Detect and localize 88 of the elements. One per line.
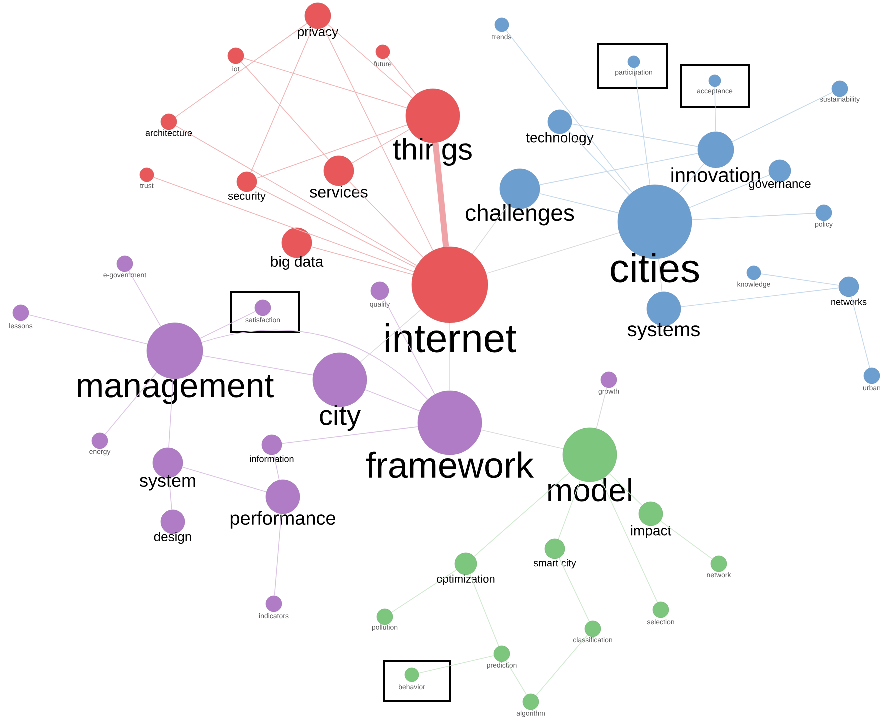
link-line bbox=[472, 204, 509, 255]
link-line bbox=[474, 472, 570, 558]
link-line bbox=[176, 126, 418, 266]
link-line bbox=[128, 270, 162, 327]
link-line bbox=[387, 57, 417, 95]
link-line bbox=[201, 330, 428, 400]
keyword-label: networks bbox=[832, 298, 867, 306]
link-line bbox=[391, 570, 458, 613]
keyword-label: management bbox=[78, 375, 274, 405]
link-line bbox=[692, 213, 816, 220]
link-line bbox=[282, 426, 418, 444]
highlight-frame bbox=[680, 64, 750, 108]
link-line bbox=[250, 28, 314, 174]
keyword-label: system bbox=[140, 475, 196, 491]
link-line bbox=[243, 58, 408, 108]
link-line bbox=[28, 314, 148, 345]
link-line bbox=[536, 634, 588, 696]
link-line bbox=[506, 660, 528, 696]
link-line bbox=[596, 388, 608, 430]
link-line bbox=[168, 478, 172, 510]
keyword-label: smart city bbox=[534, 559, 576, 569]
link-line bbox=[202, 355, 314, 376]
keyword-label: performance bbox=[230, 511, 336, 529]
keyword-label: cities bbox=[611, 253, 700, 283]
link-line bbox=[200, 311, 256, 340]
keyword-label: optimization bbox=[437, 574, 495, 586]
link-line bbox=[558, 480, 581, 540]
keyword-label: challenges bbox=[466, 204, 574, 226]
keyword-label: innovation bbox=[672, 168, 760, 182]
link-line bbox=[634, 68, 651, 186]
link-line bbox=[256, 124, 408, 180]
link-line bbox=[274, 454, 280, 481]
link-line bbox=[539, 153, 699, 186]
link-line bbox=[851, 296, 870, 369]
link-line bbox=[328, 24, 413, 99]
link-line bbox=[418, 655, 494, 674]
link-line bbox=[558, 558, 590, 622]
link-line bbox=[732, 92, 834, 142]
link-line bbox=[104, 372, 158, 436]
keyword-label: impact bbox=[631, 525, 672, 539]
link-line bbox=[480, 430, 564, 450]
link-line bbox=[311, 246, 414, 276]
link-line bbox=[182, 466, 267, 493]
keyword-label: model bbox=[548, 478, 632, 502]
keyword-label: architecture bbox=[146, 130, 192, 136]
keyword-label: governance bbox=[749, 182, 811, 190]
link-line bbox=[486, 232, 620, 274]
link-line bbox=[323, 27, 434, 252]
link-line bbox=[349, 181, 424, 258]
link-line bbox=[256, 186, 416, 268]
keyword-label: city bbox=[320, 404, 361, 432]
link-line bbox=[568, 130, 630, 196]
link-line bbox=[680, 288, 840, 308]
link-line bbox=[153, 177, 415, 272]
link-line bbox=[760, 274, 840, 286]
link-line bbox=[506, 30, 633, 194]
keyword-label: design bbox=[154, 532, 192, 544]
keyword-label: information bbox=[250, 456, 294, 462]
keyword-label: systems bbox=[628, 323, 700, 341]
highlight-frame bbox=[597, 43, 668, 89]
link-line bbox=[689, 174, 770, 208]
keyword-label: privacy bbox=[298, 26, 339, 40]
link-line bbox=[352, 129, 410, 164]
link-line bbox=[432, 142, 450, 248]
keyword-label: big data bbox=[271, 256, 324, 270]
link-line bbox=[274, 514, 282, 596]
link-line bbox=[364, 390, 420, 412]
link-line bbox=[609, 473, 643, 506]
link-line bbox=[714, 86, 716, 132]
link-line bbox=[360, 310, 422, 363]
link-line bbox=[539, 193, 620, 214]
keyword-label: services bbox=[310, 186, 368, 198]
link-line bbox=[241, 62, 330, 160]
link-line bbox=[678, 163, 705, 194]
link-line bbox=[175, 23, 308, 118]
keyword-label: internet bbox=[386, 323, 516, 353]
link-line bbox=[660, 520, 713, 560]
link-line bbox=[658, 258, 663, 292]
highlight-frame bbox=[383, 660, 451, 702]
keyword-label: framework bbox=[366, 452, 534, 478]
highlight-frame bbox=[230, 291, 300, 333]
link-line bbox=[572, 124, 699, 148]
keyword-label: technology bbox=[526, 132, 594, 146]
link-line bbox=[600, 479, 658, 603]
link-line bbox=[470, 574, 500, 647]
link-line bbox=[384, 298, 436, 395]
link-line bbox=[168, 378, 174, 448]
keyword-label: security bbox=[228, 192, 266, 202]
